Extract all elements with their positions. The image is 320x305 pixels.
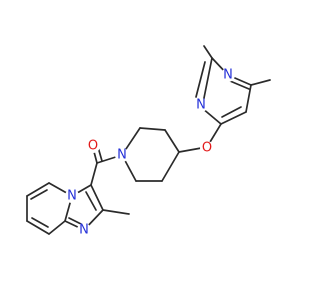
bond-c4-c5 bbox=[245, 84, 252, 113]
bond-pip-c3-c2 bbox=[139, 127, 166, 131]
bond-n-top-c4-double bbox=[229, 80, 250, 90]
label-bg-n-bridge bbox=[65, 189, 79, 203]
bond-c7-c8-double bbox=[31, 217, 49, 228]
bond-c5-c6 bbox=[220, 111, 247, 125]
bond-methyl-c2 bbox=[203, 45, 213, 59]
label-bg-n-bottom bbox=[194, 98, 208, 112]
molecule-diagram: N N O N O N N bbox=[26, 45, 271, 238]
bond-methyl-c4 bbox=[250, 79, 271, 86]
bond-c3-c2 bbox=[90, 184, 104, 211]
atom-n-piperidine: N bbox=[117, 148, 127, 163]
bond-c8-c8a bbox=[48, 220, 66, 235]
bond-c5-c6-double bbox=[30, 189, 48, 200]
label-bg-n-imidazole bbox=[77, 223, 91, 237]
atom-labels: N N O N O N N bbox=[65, 68, 235, 238]
label-bg-o-ether bbox=[200, 141, 214, 155]
bond-carbonyl-c3 bbox=[90, 162, 98, 186]
bond-c3-c2-double bbox=[85, 191, 97, 211]
atom-o-ether: O bbox=[202, 141, 212, 156]
atom-o-carbonyl: O bbox=[88, 139, 98, 154]
imidazopyridine bbox=[26, 182, 130, 235]
atom-n-pyrimidine-top: N bbox=[223, 68, 233, 83]
label-bg-o-carbonyl bbox=[86, 139, 100, 153]
label-bg-n-piperidine bbox=[115, 148, 129, 162]
pyrimidine-ring bbox=[195, 45, 271, 125]
bond-c6-n-bottom bbox=[201, 107, 222, 125]
structure-svg: N N O N O N N bbox=[26, 45, 271, 238]
label-bg-n-top bbox=[221, 68, 235, 82]
bond-c2-methyl bbox=[102, 209, 130, 215]
bond-pip-c5-c4 bbox=[161, 151, 180, 182]
atom-n-imidazole: N bbox=[79, 223, 89, 238]
atom-n-pyrimidine-bottom: N bbox=[196, 98, 206, 113]
bond-c5-c6-double bbox=[221, 106, 242, 118]
bond-c7-c8 bbox=[26, 220, 50, 235]
atom-n-bridgehead: N bbox=[67, 189, 77, 204]
bond-n1-c8a-double bbox=[68, 217, 82, 225]
piperidine-ring bbox=[121, 127, 180, 182]
bond-n-bottom-c2-double bbox=[195, 61, 206, 98]
bond-pip-c4-c3 bbox=[164, 129, 180, 153]
ether-linkage bbox=[178, 123, 222, 153]
bond-c5-c6 bbox=[26, 182, 50, 197]
